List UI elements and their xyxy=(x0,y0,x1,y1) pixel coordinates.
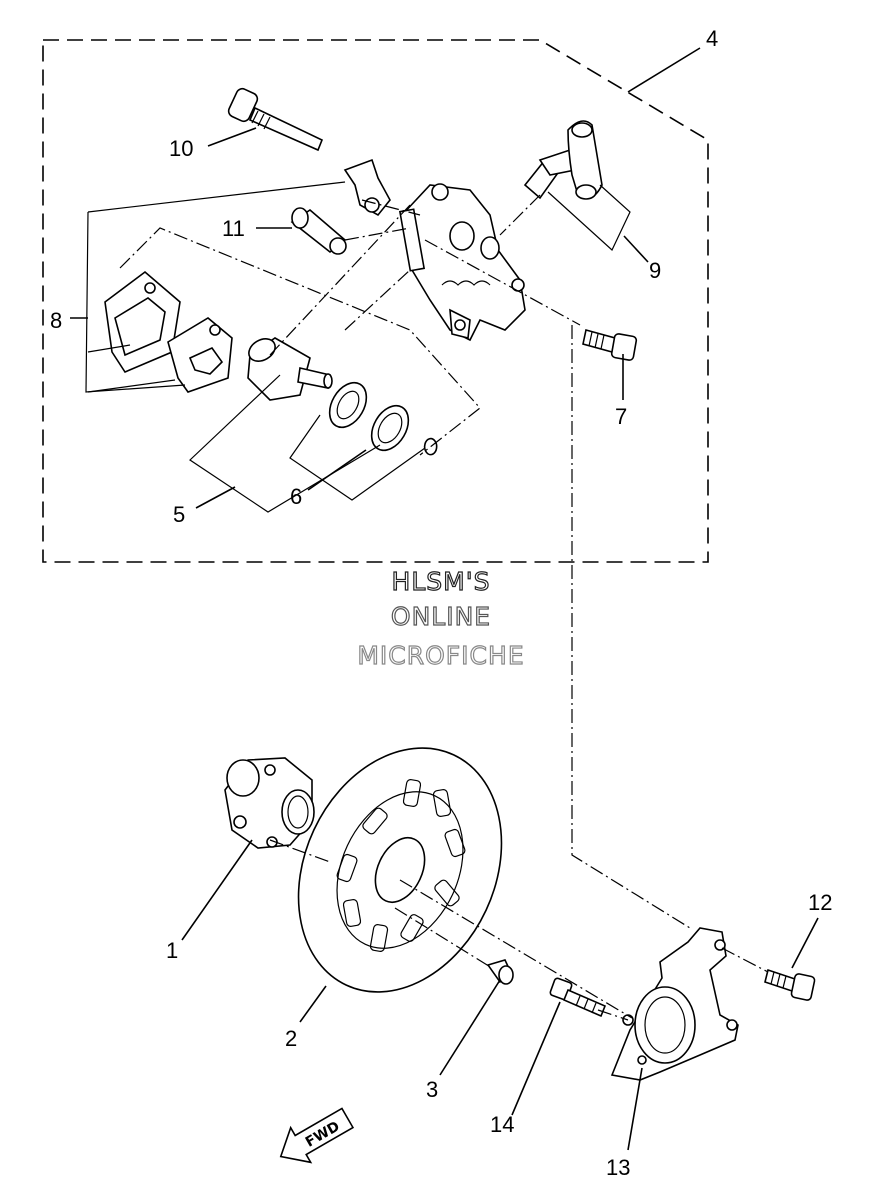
callout-13: 13 xyxy=(606,1155,630,1180)
caliper-mount-bolt[interactable] xyxy=(582,329,638,361)
callout-6: 6 xyxy=(290,484,302,509)
watermark-line-3: MICROFICHE xyxy=(357,641,524,670)
caliper-assembly-boundary xyxy=(42,39,709,563)
upper-reference-lines xyxy=(85,181,631,513)
bracket-mount-bolt[interactable] xyxy=(764,968,816,1001)
callout-1: 1 xyxy=(166,938,178,963)
callout-14: 14 xyxy=(490,1112,514,1137)
callout-leaders xyxy=(70,47,819,1151)
rear-hub[interactable] xyxy=(224,757,315,849)
caliper-bracket[interactable] xyxy=(610,927,739,1081)
watermark-line-2: ONLINE xyxy=(391,602,491,631)
callout-12: 12 xyxy=(808,890,832,915)
bleed-screw[interactable] xyxy=(290,207,347,255)
slide-pin-bolt[interactable] xyxy=(227,87,324,152)
forward-direction-arrow: FWD xyxy=(279,1107,355,1164)
callout-3: 3 xyxy=(426,1077,438,1102)
callout-10: 10 xyxy=(169,136,193,161)
callout-8: 8 xyxy=(50,308,62,333)
bracket-bolt[interactable] xyxy=(549,977,607,1018)
mount-reference-line xyxy=(571,325,691,929)
callout-5: 5 xyxy=(173,502,185,527)
brake-pad-set[interactable] xyxy=(104,270,233,393)
callout-9: 9 xyxy=(649,258,661,283)
piston-seal-kit[interactable] xyxy=(322,376,438,457)
banjo-fitting[interactable] xyxy=(523,120,603,200)
callout-11: 11 xyxy=(222,216,245,241)
caliper-body[interactable] xyxy=(398,183,526,342)
pad-retainer-clip[interactable] xyxy=(343,158,391,217)
watermark-line-1: HLSM'S xyxy=(392,567,491,596)
brake-disc[interactable] xyxy=(260,715,540,1025)
disc-mounting-screw[interactable] xyxy=(486,959,514,985)
lower-reference-lines xyxy=(269,839,769,1021)
caliper-piston[interactable] xyxy=(245,334,333,401)
callout-7: 7 xyxy=(615,404,627,429)
callout-2: 2 xyxy=(285,1026,297,1051)
callout-4: 4 xyxy=(706,26,718,51)
